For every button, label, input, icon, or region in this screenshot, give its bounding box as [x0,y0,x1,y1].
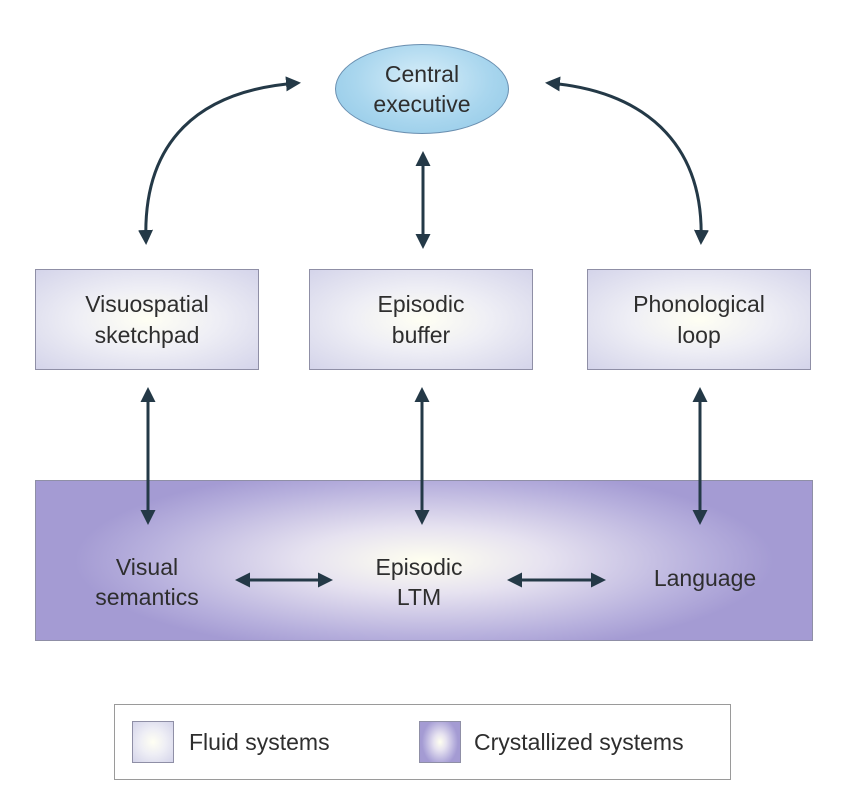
crystallized-systems-swatch [419,721,461,763]
arrow-ce-visuospatial [138,76,301,245]
fluid-systems-label: Fluid systems [189,729,330,755]
episodic-buffer-label: Episodic buffer [377,290,465,348]
central-executive-node: Central executive [335,44,509,134]
visual-semantics-label: Visual semantics [95,554,199,610]
phonological-loop-label: Phonological loop [633,290,765,348]
legend: Fluid systems Crystallized systems [114,704,731,780]
episodic-ltm-label: Episodic LTM [375,554,463,610]
fluid-systems-swatch [132,721,174,763]
phonological-loop-box: Phonological loop [587,269,811,370]
visuospatial-sketchpad-label: Visuospatial sketchpad [85,290,209,348]
arrow-ce-phonological [545,76,709,245]
visuospatial-sketchpad-box: Visuospatial sketchpad [35,269,259,370]
episodic-buffer-box: Episodic buffer [309,269,533,370]
crystallized-systems-label: Crystallized systems [474,729,684,755]
language-label: Language [653,565,757,591]
central-executive-label: Central executive [373,61,471,117]
